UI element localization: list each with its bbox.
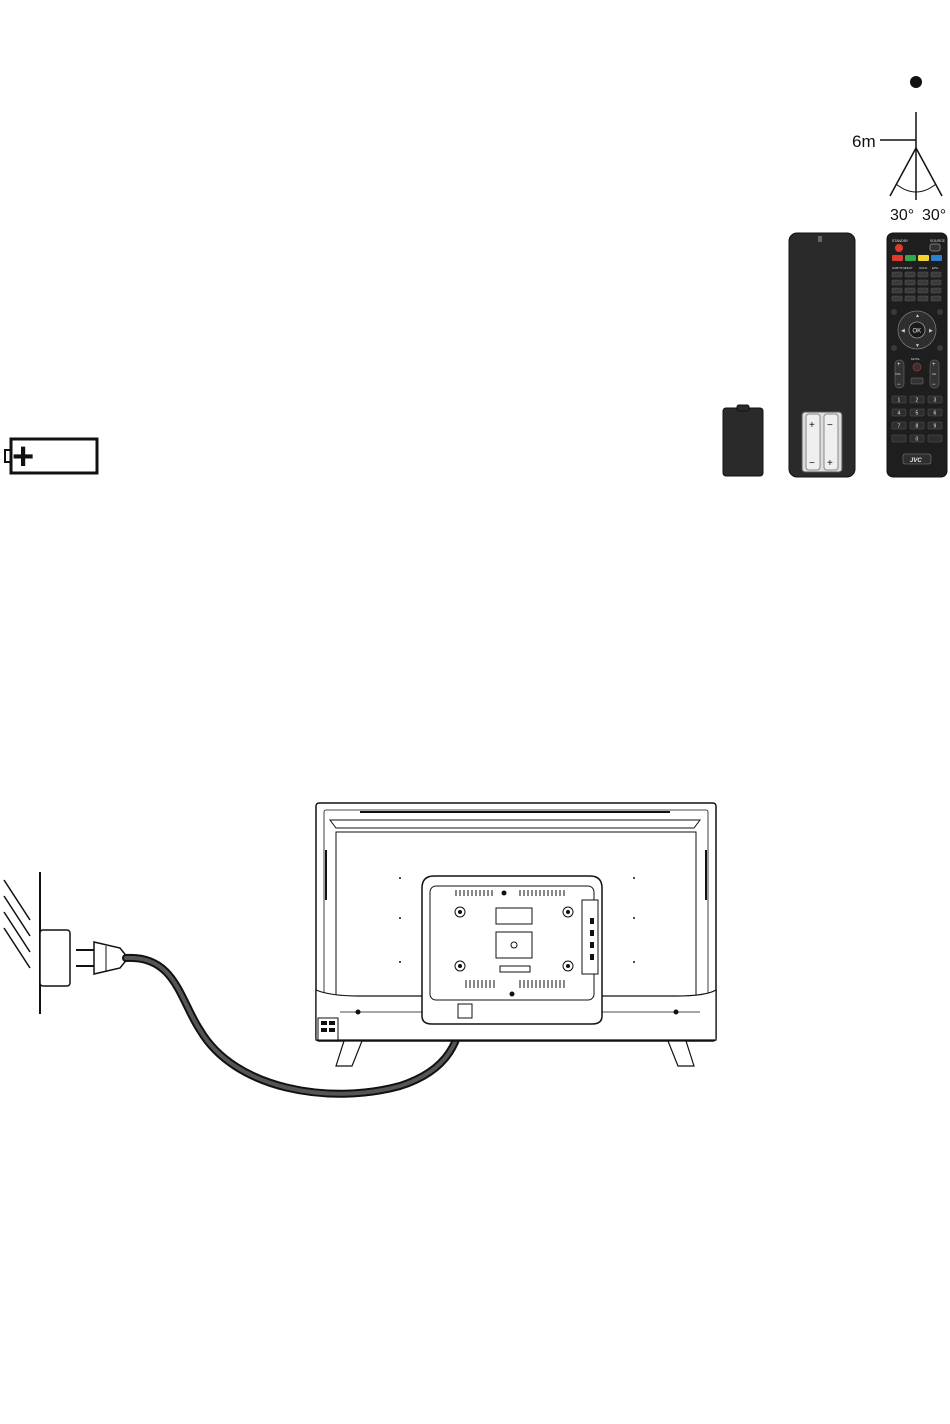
key-3: 3 — [934, 398, 937, 404]
key-6: 6 — [934, 411, 937, 417]
svg-text:◀: ◀ — [901, 328, 905, 334]
tv-stand-right — [668, 1041, 694, 1066]
svg-text:+: + — [932, 362, 936, 368]
ch-label: CH — [932, 372, 936, 376]
sensor-dot — [910, 76, 922, 88]
svg-text:−: − — [897, 382, 901, 388]
blue-key[interactable] — [931, 255, 942, 261]
remote-range-diagram: 6m 30° 30° — [840, 68, 950, 228]
svg-text:▲: ▲ — [915, 313, 920, 319]
vol-label: VOL — [895, 372, 901, 376]
key-4: 4 — [898, 411, 901, 417]
ok-label: OK — [913, 329, 922, 335]
angle-right-label: 30° — [922, 207, 946, 224]
mute-button[interactable] — [913, 363, 921, 371]
standby-label: STANDBY — [892, 239, 909, 243]
left-angle-arc — [896, 184, 916, 192]
right-angle-arc — [916, 184, 936, 192]
power-button[interactable] — [895, 244, 903, 252]
green-key[interactable] — [905, 255, 916, 261]
source-label: SOURCE — [930, 239, 946, 243]
svg-text:+: + — [827, 458, 833, 469]
tv-stand-left — [336, 1041, 362, 1066]
remote-back-battery-compartment: + − − + — [788, 232, 856, 478]
brand-logo-label: JVC — [910, 458, 922, 464]
svg-text:+: + — [809, 420, 815, 431]
key-5: 5 — [916, 411, 919, 417]
tv-power-connection-diagram — [0, 790, 730, 1110]
svg-text:−: − — [827, 420, 833, 431]
text-label: TEXT — [905, 266, 913, 270]
key-9: 9 — [934, 424, 937, 430]
battery-icon: + — [4, 436, 100, 476]
angle-left-label: 30° — [890, 207, 914, 224]
key-8: 8 — [916, 424, 919, 430]
key-7: 7 — [898, 424, 901, 430]
remote-front: STANDBY SOURCE SUBTITLE TEXT HOLD EPG OK… — [886, 232, 948, 478]
epg-label: EPG — [932, 266, 939, 270]
tv-rear-panel — [316, 803, 716, 1066]
key-2: 2 — [916, 398, 919, 404]
wall-hatching — [4, 880, 30, 968]
svg-text:−: − — [932, 382, 936, 388]
svg-text:▼: ▼ — [915, 343, 920, 349]
svg-text:−: − — [809, 458, 815, 469]
yellow-key[interactable] — [918, 255, 929, 261]
hold-label: HOLD — [919, 266, 928, 270]
key-0: 0 — [916, 437, 919, 443]
red-key[interactable] — [892, 255, 903, 261]
power-plug — [76, 942, 128, 974]
key-1: 1 — [898, 398, 901, 404]
svg-text:+: + — [897, 362, 901, 368]
distance-label: 6m — [852, 132, 876, 151]
battery-plus-symbol: + — [12, 436, 34, 476]
mute-label: MUTE — [911, 357, 920, 361]
battery-cover — [722, 404, 764, 478]
source-button[interactable] — [930, 244, 940, 251]
svg-text:▶: ▶ — [929, 328, 933, 334]
wall-socket — [40, 930, 70, 986]
